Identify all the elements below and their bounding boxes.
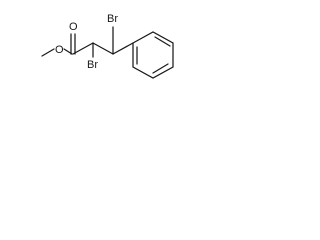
ester-oxygen-label: O	[55, 44, 64, 56]
molecule-structure-diagram: O O Br Br	[41, 13, 174, 79]
carbonyl-oxygen-label: O	[69, 21, 78, 33]
phenyl-inner-bond-1	[154, 36, 171, 47]
methyl-ester-oxygen-bond	[41, 48, 55, 57]
c3-phenyl-bond	[112, 42, 134, 55]
bromine-bottom-label: Br	[87, 59, 98, 71]
carbonyl-c2-bond	[72, 42, 94, 55]
c2-c3-bond	[92, 42, 114, 55]
phenyl-inner-bond-2	[152, 63, 169, 74]
bromine-top-label: Br	[107, 13, 118, 25]
phenyl-ring	[132, 31, 174, 79]
